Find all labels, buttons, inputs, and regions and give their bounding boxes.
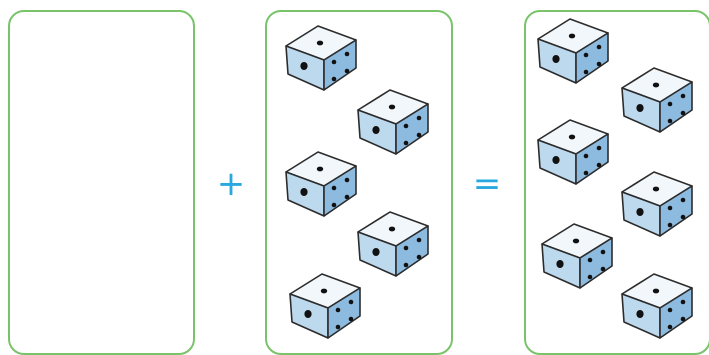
die-icon xyxy=(537,119,609,185)
plus-sign: + xyxy=(216,164,246,204)
die-icon xyxy=(285,151,357,217)
die-icon xyxy=(621,67,693,133)
die-icon xyxy=(541,223,613,289)
addend-blank-panel xyxy=(8,10,195,355)
die-icon xyxy=(621,273,693,339)
die-icon xyxy=(285,25,357,91)
die-icon xyxy=(357,211,429,277)
equals-sign: = xyxy=(472,164,502,204)
die-icon xyxy=(537,18,609,84)
die-icon xyxy=(621,171,693,237)
die-icon xyxy=(357,89,429,155)
die-icon xyxy=(289,273,361,339)
